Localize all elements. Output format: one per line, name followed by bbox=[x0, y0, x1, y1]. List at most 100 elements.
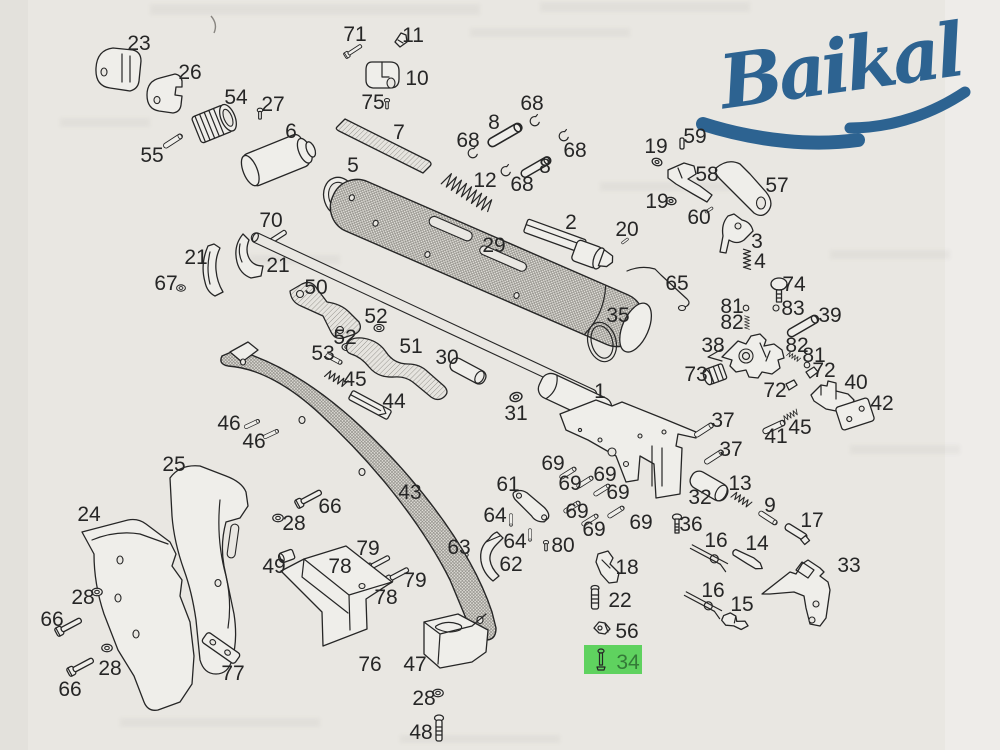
part-12-art bbox=[440, 173, 493, 213]
part-label-37: 37 bbox=[719, 438, 742, 461]
part-label-59: 59 bbox=[683, 125, 706, 148]
part-54-art bbox=[191, 103, 237, 144]
part-66-art bbox=[65, 655, 96, 678]
part-label-1: 1 bbox=[594, 380, 606, 403]
part-77-art bbox=[201, 632, 241, 664]
part-label-28: 28 bbox=[98, 657, 121, 680]
part-21b-art bbox=[235, 233, 264, 279]
highlight-box-part-34[interactable] bbox=[584, 645, 642, 674]
part-label-82: 82 bbox=[785, 334, 808, 357]
part-label-48: 48 bbox=[409, 721, 432, 744]
part-23-art bbox=[95, 47, 142, 92]
part-42-art bbox=[835, 397, 875, 431]
part-label-46: 46 bbox=[217, 412, 240, 435]
part-label-79: 79 bbox=[403, 569, 426, 592]
part-label-10: 10 bbox=[405, 67, 428, 90]
part-label-26: 26 bbox=[178, 61, 201, 84]
part-75-art bbox=[383, 97, 391, 110]
part-label-28: 28 bbox=[71, 586, 94, 609]
part-64-art bbox=[509, 513, 513, 527]
part-label-69: 69 bbox=[629, 511, 652, 534]
part-65-art bbox=[626, 266, 690, 312]
part-11-art bbox=[394, 32, 408, 48]
part-label-28: 28 bbox=[412, 687, 435, 710]
part-28-art bbox=[101, 643, 113, 653]
part-label-45: 45 bbox=[788, 416, 811, 439]
part-61-art bbox=[512, 489, 550, 523]
part-label-5: 5 bbox=[347, 154, 359, 177]
part-label-24: 24 bbox=[77, 503, 101, 526]
part-label-19: 19 bbox=[645, 190, 668, 213]
part-label-16: 16 bbox=[701, 579, 724, 602]
part-label-15: 15 bbox=[730, 593, 753, 616]
part-17-art bbox=[784, 523, 811, 546]
part-55-art bbox=[162, 132, 184, 150]
part-label-68: 68 bbox=[510, 173, 533, 196]
part-29-art bbox=[329, 178, 653, 353]
part-label-32: 32 bbox=[688, 486, 711, 509]
part-44-art bbox=[348, 390, 392, 420]
part-80-art bbox=[542, 539, 550, 552]
part-16-art bbox=[689, 544, 729, 573]
part-label-29: 29 bbox=[482, 234, 505, 257]
part-label-23: 23 bbox=[127, 32, 150, 55]
part-label-78: 78 bbox=[374, 586, 397, 609]
part-14-art bbox=[732, 548, 763, 570]
part-10-art bbox=[365, 61, 400, 89]
part-label-81: 81 bbox=[802, 344, 825, 367]
part-33-art bbox=[761, 559, 831, 627]
part-25-art bbox=[169, 465, 249, 675]
part-83-art bbox=[772, 304, 780, 312]
part-label-38: 38 bbox=[701, 334, 724, 357]
part-label-74: 74 bbox=[782, 273, 806, 296]
part-label-4: 4 bbox=[754, 250, 766, 273]
part-label-69: 69 bbox=[565, 500, 588, 523]
part-label-42: 42 bbox=[870, 392, 893, 415]
part-32-art bbox=[689, 470, 729, 502]
part-19-washer-art bbox=[650, 156, 664, 168]
part-label-67: 67 bbox=[154, 272, 177, 295]
part-label-70: 70 bbox=[259, 209, 282, 232]
highlighted-part-box[interactable] bbox=[584, 645, 642, 674]
parts-artwork bbox=[53, 32, 875, 742]
part-label-12: 12 bbox=[473, 169, 496, 192]
part-label-35: 35 bbox=[606, 304, 629, 327]
part-82-art bbox=[744, 315, 750, 330]
baikal-logo-swoosh bbox=[696, 117, 865, 150]
part-label-61: 61 bbox=[496, 473, 519, 496]
part-label-36: 36 bbox=[679, 513, 702, 536]
part-label-21: 21 bbox=[184, 246, 207, 269]
part-48-art bbox=[433, 714, 445, 742]
part-18-art bbox=[595, 550, 620, 584]
part-1-art bbox=[250, 232, 697, 499]
part-label-55: 55 bbox=[140, 144, 163, 167]
part-label-72: 72 bbox=[812, 359, 835, 382]
part-label-37: 37 bbox=[711, 409, 734, 432]
baikal-logo: Baikal bbox=[696, 7, 971, 150]
part-label-8: 8 bbox=[488, 111, 500, 134]
part-label-14: 14 bbox=[745, 532, 769, 555]
part-label-8: 8 bbox=[539, 155, 551, 178]
part-49-art bbox=[277, 548, 296, 564]
part-label-41: 41 bbox=[764, 425, 787, 448]
part-label-69: 69 bbox=[593, 463, 616, 486]
part-label-16: 16 bbox=[704, 529, 727, 552]
part-58-art bbox=[667, 162, 713, 203]
part-label-71: 71 bbox=[343, 23, 366, 46]
part-label-6: 6 bbox=[285, 120, 297, 143]
part-7-art bbox=[335, 118, 432, 174]
part-73-art bbox=[702, 363, 728, 386]
part-label-57: 57 bbox=[765, 174, 788, 197]
part-4-art bbox=[742, 248, 752, 270]
part-label-73: 73 bbox=[684, 363, 707, 386]
part-label-43: 43 bbox=[398, 481, 421, 504]
part-label-77: 77 bbox=[221, 662, 244, 685]
part-label-17: 17 bbox=[800, 509, 823, 532]
part-label-64: 64 bbox=[503, 530, 527, 553]
part-3-art bbox=[719, 213, 754, 254]
part-label-7: 7 bbox=[393, 121, 405, 144]
part-label-46: 46 bbox=[242, 430, 265, 453]
part-76-art bbox=[280, 545, 393, 647]
part-label-13: 13 bbox=[728, 472, 751, 495]
part-label-20: 20 bbox=[615, 218, 638, 241]
